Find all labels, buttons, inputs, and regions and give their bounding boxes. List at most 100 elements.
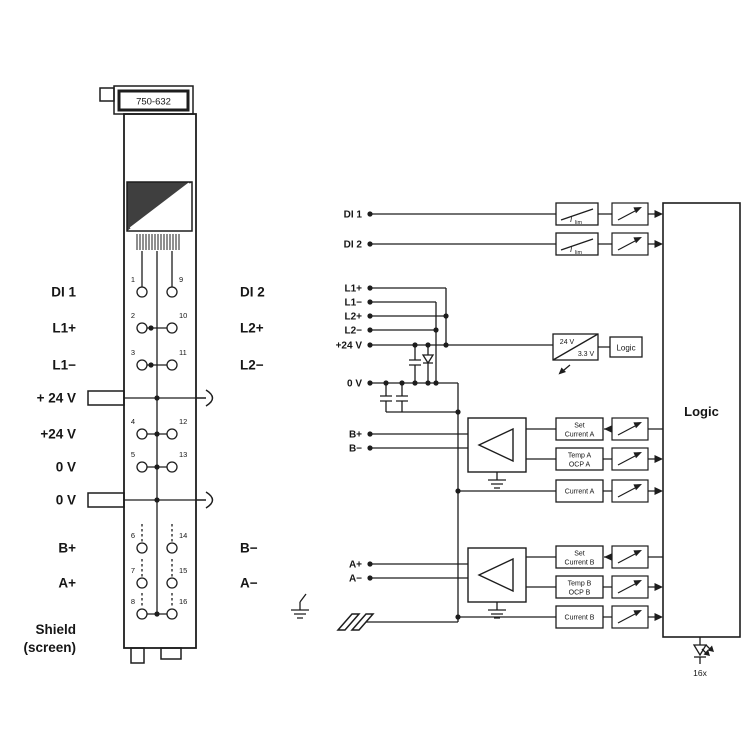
terminal-number: 10 — [179, 311, 187, 320]
input-label: L1− — [344, 298, 362, 309]
junction-dot — [153, 430, 161, 438]
dcdc-converter-block — [552, 333, 599, 361]
module-label: B− — [240, 541, 258, 556]
logic-small-label: Logic — [616, 344, 635, 353]
amplifier-block-b — [467, 417, 527, 473]
set-current-a-line1: Set — [574, 423, 585, 430]
input-label: B− — [349, 444, 362, 455]
signal-arrows — [603, 209, 664, 622]
i-lim-subscript: lim — [575, 250, 582, 256]
logic-small-block — [609, 336, 643, 358]
din-rail-clamp-icon — [336, 613, 375, 631]
terminal-number: 15 — [179, 566, 187, 575]
input-label: +24 V — [336, 341, 363, 352]
i-lim-subscript: lim — [575, 220, 582, 226]
io-module — [87, 85, 214, 664]
isolation-icon — [611, 479, 649, 503]
current-b-label: Current B — [565, 615, 595, 622]
junction-dot — [153, 610, 161, 618]
block-schematic — [290, 202, 741, 664]
isolation-icon — [611, 545, 649, 569]
module-label: A− — [240, 576, 258, 591]
module-label: + 24 V — [37, 391, 76, 406]
module-left-labels: DI 1 L1+ L1− + 24 V +24 V 0 V 0 V B+ A+ … — [23, 285, 76, 656]
wire-comb — [136, 234, 180, 250]
block-labels: I lim I lim 24 V 3.3 V Logic Set Current… — [560, 215, 719, 678]
converter-input-label: 24 V — [560, 339, 575, 346]
current-limiter-block-2 — [555, 232, 599, 256]
module-label: A+ — [58, 576, 76, 591]
input-label: L2+ — [344, 312, 362, 323]
module-label: L2− — [240, 358, 264, 373]
terminal-number: 8 — [131, 597, 135, 606]
set-current-b-line1: Set — [574, 551, 585, 558]
led-icon — [692, 644, 714, 658]
junction-dot — [153, 496, 161, 504]
power-jumper-contacts — [87, 389, 214, 509]
set-current-b-block — [555, 545, 604, 569]
input-label: A− — [349, 574, 362, 585]
current-a-label: Current A — [565, 489, 595, 496]
terminal-number: 16 — [179, 597, 187, 606]
junction-dot — [147, 361, 155, 369]
module-part-number: 750-632 — [136, 97, 171, 108]
junction-dot — [153, 463, 161, 471]
terminal-number: 12 — [179, 417, 187, 426]
module-label: L2+ — [240, 321, 264, 336]
input-label: L2− — [344, 326, 362, 337]
set-current-b-line2: Current B — [565, 560, 595, 567]
tvs-diode-icon — [421, 354, 435, 365]
logic-main-label: Logic — [684, 404, 719, 419]
temp-ocp-b-block — [555, 575, 604, 599]
temp-ocp-b-line2: OCP B — [569, 590, 591, 597]
input-label: DI 1 — [344, 210, 363, 221]
current-b-block — [555, 605, 604, 629]
isolation-icon — [611, 232, 649, 256]
i-lim-label: I — [570, 215, 573, 224]
module-label: L1− — [52, 358, 76, 373]
set-current-a-block — [555, 417, 604, 441]
converter-output-label: 3.3 V — [578, 351, 595, 358]
amplifier-block-a — [467, 547, 527, 603]
temp-ocp-a-line2: OCP A — [569, 462, 591, 469]
module-foot-right — [160, 647, 182, 660]
input-label: A+ — [349, 560, 362, 571]
terminal-number: 6 — [131, 531, 135, 540]
schematic-input-labels: DI 1 DI 2 L1+ L1− L2+ L2− +24 V 0 V B+ B… — [336, 210, 363, 585]
power-supply-icon — [126, 181, 193, 232]
isolation-icon — [611, 417, 649, 441]
isolation-icon — [611, 447, 649, 471]
junction-dot — [153, 394, 161, 402]
terminal-number: 3 — [131, 348, 135, 357]
module-part-label-box — [117, 89, 190, 112]
module-label: DI 1 — [51, 285, 76, 300]
terminal-number: 2 — [131, 311, 135, 320]
module-label: +24 V — [40, 427, 76, 442]
temp-ocp-a-block — [555, 447, 604, 471]
input-label: L1+ — [344, 284, 362, 295]
temp-ocp-b-line1: Temp B — [568, 581, 592, 588]
terminal-number: 13 — [179, 450, 187, 459]
module-label: 0 V — [56, 460, 76, 475]
module-label: 0 V — [56, 493, 76, 508]
module-label: B+ — [58, 541, 76, 556]
module-foot-left — [130, 647, 145, 664]
current-a-block — [555, 479, 604, 503]
terminal-number: 4 — [131, 417, 135, 426]
terminal-number: 9 — [179, 275, 183, 284]
terminal-number: 7 — [131, 566, 135, 575]
input-label: B+ — [349, 430, 362, 441]
input-label: 0 V — [347, 379, 362, 390]
terminal-number: 14 — [179, 531, 187, 540]
input-label: DI 2 — [344, 240, 363, 251]
junction-dot — [147, 324, 155, 332]
module-body — [123, 113, 197, 649]
terminal-numbers: 1 2 3 4 5 6 7 8 9 10 11 12 13 14 15 16 — [131, 275, 188, 606]
junction-dots — [382, 312, 462, 621]
earth-ground-icon — [290, 601, 310, 619]
module-top-latch — [99, 87, 115, 102]
module-internal-wiring — [124, 251, 196, 618]
module-label: DI 2 — [240, 285, 265, 300]
